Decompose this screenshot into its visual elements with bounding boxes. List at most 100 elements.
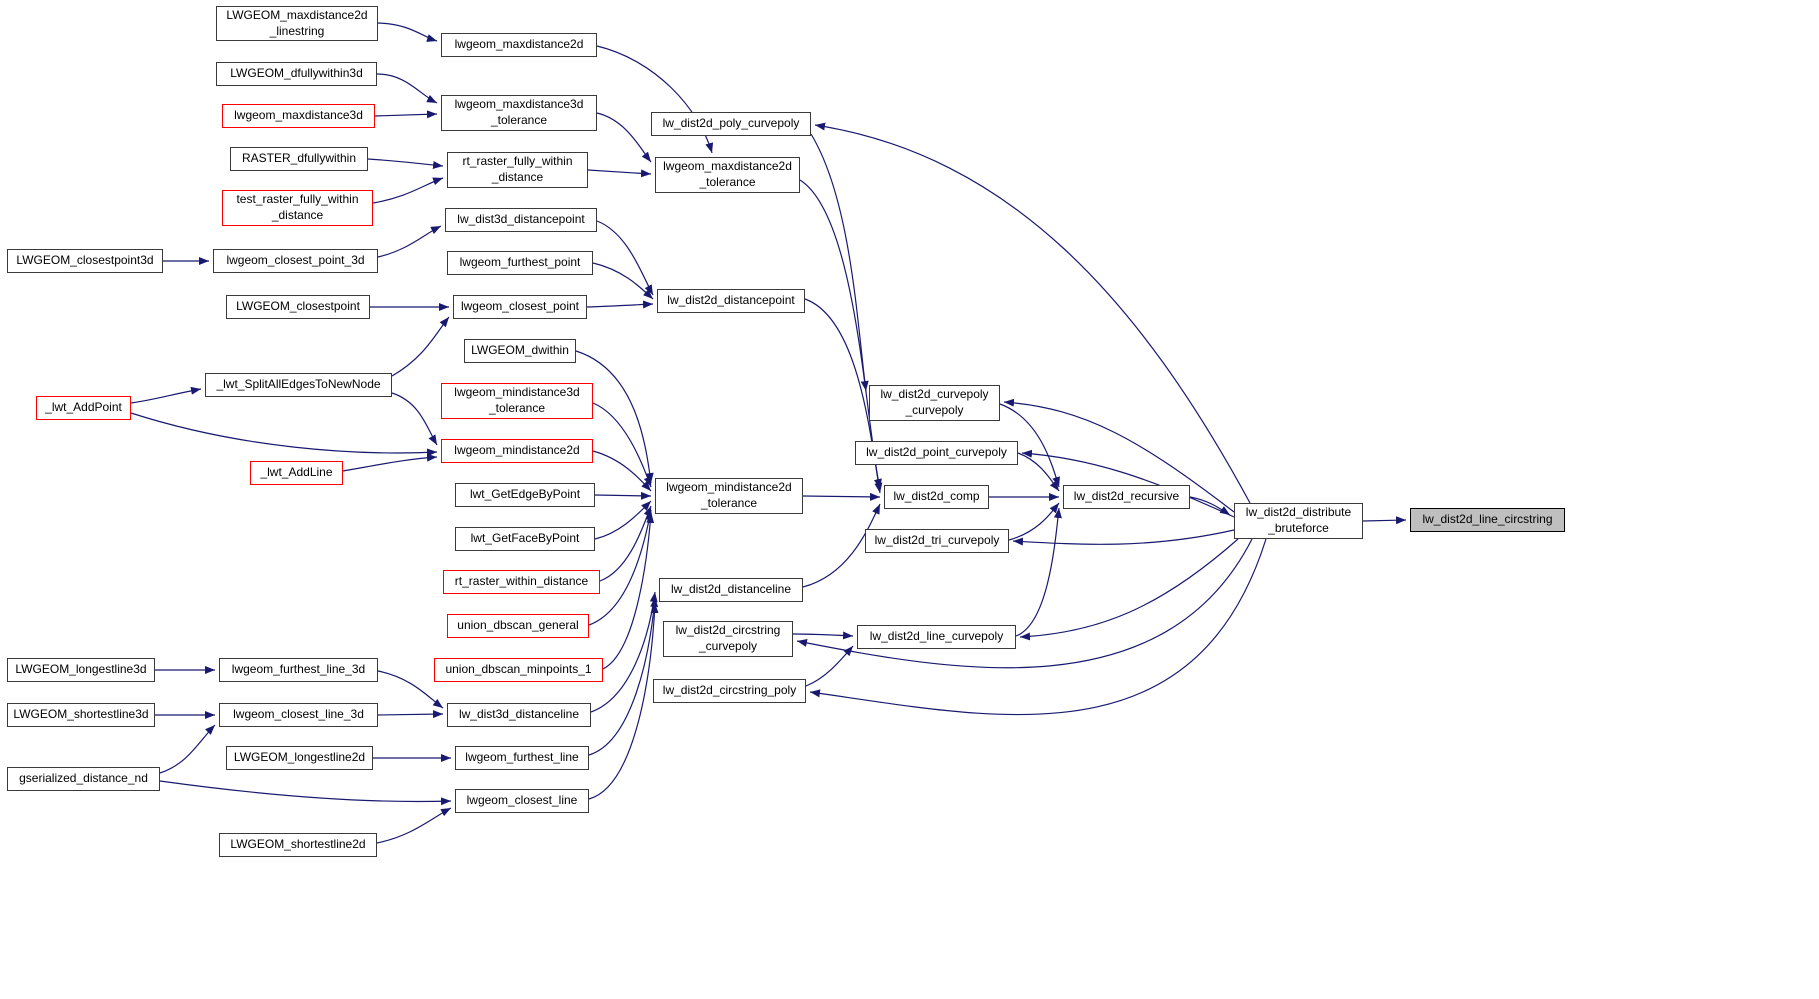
node-LWGEOM_shortestline3d[interactable]: LWGEOM_shortestline3d (7, 703, 155, 727)
edge-gserialized_distance_nd-lwgeom_closest_line (159, 780, 452, 806)
node-lwgeom_mindistance2d_tolerance[interactable]: lwgeom_mindistance2d _tolerance (655, 478, 803, 514)
node-lw_dist2d_circstring_poly[interactable]: lw_dist2d_circstring_poly (653, 679, 806, 703)
edge-lwgeom_closest_point_3d-lw_dist3d_distancepoint (377, 225, 442, 258)
edge-lw_dist2d_distanceline-lw_dist2d_comp (802, 503, 881, 588)
node-lw_dist2d_distribute_bruteforce[interactable]: lw_dist2d_distribute _bruteforce (1234, 503, 1363, 539)
edge-lwgeom_closest_point-lw_dist2d_distancepoint (586, 300, 654, 309)
node-LWGEOM_shortestline2d[interactable]: LWGEOM_shortestline2d (219, 833, 377, 857)
node-test_raster_fully_within_distance[interactable]: test_raster_fully_within _distance (222, 190, 373, 226)
edge-lwgeom_mindistance3d_tolerance-lwgeom_mindistance2d_tolerance (592, 402, 652, 488)
edge-lw_dist2d_line_curvepoly-lw_dist2d_recursive (1015, 507, 1062, 637)
node-lwt_GetFaceByPoint[interactable]: lwt_GetFaceByPoint (455, 527, 595, 551)
edge-lw_dist2d_distribute_bruteforce-lw_dist2d_tri_curvepoly (1012, 529, 1235, 546)
node-lw_dist2d_curvepoly_curvepoly[interactable]: lw_dist2d_curvepoly _curvepoly (869, 385, 1000, 421)
node-lwgeom_closest_line_3d[interactable]: lwgeom_closest_line_3d (219, 703, 378, 727)
edge-lwgeom_mindistance2d_tolerance-lw_dist2d_comp (802, 492, 881, 501)
edge-LWGEOM_maxdistance2d_linestring-lwgeom_maxdistance2d (377, 22, 438, 42)
node-LWGEOM_maxdistance2d_linestring[interactable]: LWGEOM_maxdistance2d _linestring (216, 6, 378, 41)
node-LWGEOM_longestline3d[interactable]: LWGEOM_longestline3d (7, 658, 155, 682)
edge-lwgeom_maxdistance2d-lwgeom_maxdistance2d_tolerance (596, 45, 714, 154)
node-lwgeom_furthest_line[interactable]: lwgeom_furthest_line (455, 746, 589, 770)
node-RASTER_dfullywithin[interactable]: RASTER_dfullywithin (230, 147, 368, 171)
edge-lw_dist2d_poly_curvepoly-lw_dist2d_curvepoly_curvepoly (810, 133, 869, 392)
edge-lw_dist2d_circstring_curvepoly-lw_dist2d_line_curvepoly (792, 631, 854, 640)
edge-lw_dist2d_distribute_bruteforce-lw_dist2d_circstring_curvepoly (796, 538, 1253, 669)
edge-lwgeom_maxdistance3d-lwgeom_maxdistance3d_tolerance (374, 110, 438, 119)
edge-_lwt_SplitAllEdgesToNewNode-lwgeom_mindistance2d (391, 392, 438, 446)
node-union_dbscan_minpoints_1[interactable]: union_dbscan_minpoints_1 (434, 658, 603, 682)
node-lwgeom_closest_line[interactable]: lwgeom_closest_line (455, 789, 589, 813)
edge-lw_dist2d_distribute_bruteforce-lw_dist2d_poly_curvepoly (814, 122, 1251, 504)
edge-union_dbscan_general-lwgeom_mindistance2d_tolerance (588, 509, 654, 626)
node-lw_dist2d_recursive[interactable]: lw_dist2d_recursive (1063, 485, 1190, 509)
node-lw_dist2d_line_curvepoly[interactable]: lw_dist2d_line_curvepoly (857, 625, 1016, 649)
node-lwgeom_maxdistance3d[interactable]: lwgeom_maxdistance3d (222, 104, 375, 128)
node-_lwt_SplitAllEdgesToNewNode[interactable]: _lwt_SplitAllEdgesToNewNode (205, 373, 392, 397)
edge-gserialized_distance_nd-lwgeom_closest_line_3d (159, 724, 216, 774)
node-lwgeom_mindistance2d[interactable]: lwgeom_mindistance2d (441, 439, 593, 463)
node-LWGEOM_closestpoint[interactable]: LWGEOM_closestpoint (226, 295, 370, 319)
node-lwgeom_furthest_point[interactable]: lwgeom_furthest_point (447, 251, 593, 275)
node-lw_dist3d_distancepoint[interactable]: lw_dist3d_distancepoint (445, 208, 597, 232)
node-lw_dist3d_distanceline[interactable]: lw_dist3d_distanceline (447, 703, 591, 727)
edge-LWGEOM_dfullywithin3d-lwgeom_maxdistance3d_tolerance (376, 73, 438, 104)
edge-lw_dist2d_tri_curvepoly-lw_dist2d_recursive (1008, 502, 1060, 541)
node-rt_raster_fully_within_distance[interactable]: rt_raster_fully_within _distance (447, 152, 588, 188)
edge-lw_dist2d_point_curvepoly-lw_dist2d_recursive (1017, 452, 1060, 492)
edge-lwgeom_closest_line_3d-lw_dist3d_distanceline (377, 710, 444, 719)
node-lwgeom_maxdistance2d[interactable]: lwgeom_maxdistance2d (441, 33, 597, 57)
node-LWGEOM_dfullywithin3d[interactable]: LWGEOM_dfullywithin3d (216, 62, 377, 86)
node-LWGEOM_dwithin[interactable]: LWGEOM_dwithin (464, 339, 576, 363)
edge-lw_dist2d_distribute_bruteforce-lw_dist2d_line_curvepoly (1019, 538, 1239, 641)
edge-lw_dist2d_distancepoint-lw_dist2d_comp (804, 298, 883, 494)
node-lw_dist2d_distancepoint[interactable]: lw_dist2d_distancepoint (657, 289, 805, 313)
node-lwgeom_maxdistance2d_tolerance[interactable]: lwgeom_maxdistance2d _tolerance (655, 157, 800, 193)
node-lwgeom_closest_point[interactable]: lwgeom_closest_point (453, 295, 587, 319)
edge-_lwt_SplitAllEdgesToNewNode-lwgeom_closest_point (391, 316, 450, 377)
edge-union_dbscan_minpoints_1-lwgeom_mindistance2d_tolerance (602, 512, 655, 670)
edge-lwgeom_closest_line-lw_dist2d_distanceline (588, 602, 659, 800)
edge-_lwt_AddLine-lwgeom_mindistance2d (342, 453, 438, 472)
edge-lwgeom_maxdistance3d_tolerance-lwgeom_maxdistance2d_tolerance (596, 112, 652, 163)
node-lwgeom_closest_point_3d[interactable]: lwgeom_closest_point_3d (213, 249, 378, 273)
edge-lw_dist3d_distancepoint-lw_dist2d_distancepoint (596, 220, 654, 296)
node-_lwt_AddLine[interactable]: _lwt_AddLine (250, 461, 343, 485)
node-lw_dist2d_comp[interactable]: lw_dist2d_comp (884, 485, 989, 509)
edge-test_raster_fully_within_distance-rt_raster_fully_within_distance (372, 177, 444, 204)
edge-lw_dist2d_distribute_bruteforce-lw_dist2d_point_curvepoly (1021, 449, 1235, 518)
edge-_lwt_AddPoint-_lwt_SplitAllEdgesToNewNode (130, 386, 202, 404)
edge-lw_dist2d_distribute_bruteforce-lw_dist2d_line_circstring (1362, 516, 1407, 525)
edge-lwt_GetFaceByPoint-lwgeom_mindistance2d_tolerance (594, 500, 652, 540)
node-lwgeom_mindistance3d_tolerance[interactable]: lwgeom_mindistance3d _tolerance (441, 383, 593, 419)
edge-rt_raster_fully_within_distance-lwgeom_maxdistance2d_tolerance (587, 169, 652, 178)
node-lwgeom_furthest_line_3d[interactable]: lwgeom_furthest_line_3d (219, 658, 378, 682)
node-lw_dist2d_line_circstring: lw_dist2d_line_circstring (1410, 508, 1565, 532)
edge-LWGEOM_shortestline2d-lwgeom_closest_line (376, 807, 452, 844)
node-lw_dist2d_distanceline[interactable]: lw_dist2d_distanceline (659, 578, 803, 602)
node-gserialized_distance_nd[interactable]: gserialized_distance_nd (7, 767, 160, 791)
edge-RASTER_dfullywithin-rt_raster_fully_within_distance (367, 158, 444, 169)
node-lwgeom_maxdistance3d_tolerance[interactable]: lwgeom_maxdistance3d _tolerance (441, 95, 597, 131)
edge-lw_dist2d_recursive-lw_dist2d_distribute_bruteforce (1189, 496, 1231, 516)
edge-lwgeom_furthest_point-lw_dist2d_distancepoint (592, 262, 654, 300)
node-LWGEOM_longestline2d[interactable]: LWGEOM_longestline2d (226, 746, 373, 770)
edge-lw_dist3d_distanceline-lw_dist2d_distanceline (590, 591, 658, 713)
node-lwt_GetEdgeByPoint[interactable]: lwt_GetEdgeByPoint (455, 483, 595, 507)
node-union_dbscan_general[interactable]: union_dbscan_general (447, 614, 589, 638)
edge-lw_dist2d_distribute_bruteforce-lw_dist2d_circstring_poly (809, 538, 1267, 716)
edge-lwt_GetEdgeByPoint-lwgeom_mindistance2d_tolerance (594, 491, 652, 500)
node-LWGEOM_closestpoint3d[interactable]: LWGEOM_closestpoint3d (7, 249, 163, 273)
edge-lwgeom_furthest_line_3d-lw_dist3d_distanceline (377, 670, 444, 709)
node-lw_dist2d_point_curvepoly[interactable]: lw_dist2d_point_curvepoly (855, 441, 1018, 465)
edge-lwgeom_furthest_line-lw_dist2d_distanceline (588, 596, 659, 756)
node-lw_dist2d_tri_curvepoly[interactable]: lw_dist2d_tri_curvepoly (865, 529, 1009, 553)
node-lw_dist2d_circstring_curvepoly[interactable]: lw_dist2d_circstring _curvepoly (663, 621, 793, 657)
edge-_lwt_AddPoint-lwgeom_mindistance2d (130, 412, 438, 457)
node-rt_raster_within_distance[interactable]: rt_raster_within_distance (443, 570, 600, 594)
node-lw_dist2d_poly_curvepoly[interactable]: lw_dist2d_poly_curvepoly (651, 112, 811, 136)
edge-LWGEOM_dwithin-lwgeom_mindistance2d_tolerance (575, 350, 654, 484)
edge-lwgeom_mindistance2d-lwgeom_mindistance2d_tolerance (592, 450, 652, 492)
node-_lwt_AddPoint[interactable]: _lwt_AddPoint (36, 396, 131, 420)
